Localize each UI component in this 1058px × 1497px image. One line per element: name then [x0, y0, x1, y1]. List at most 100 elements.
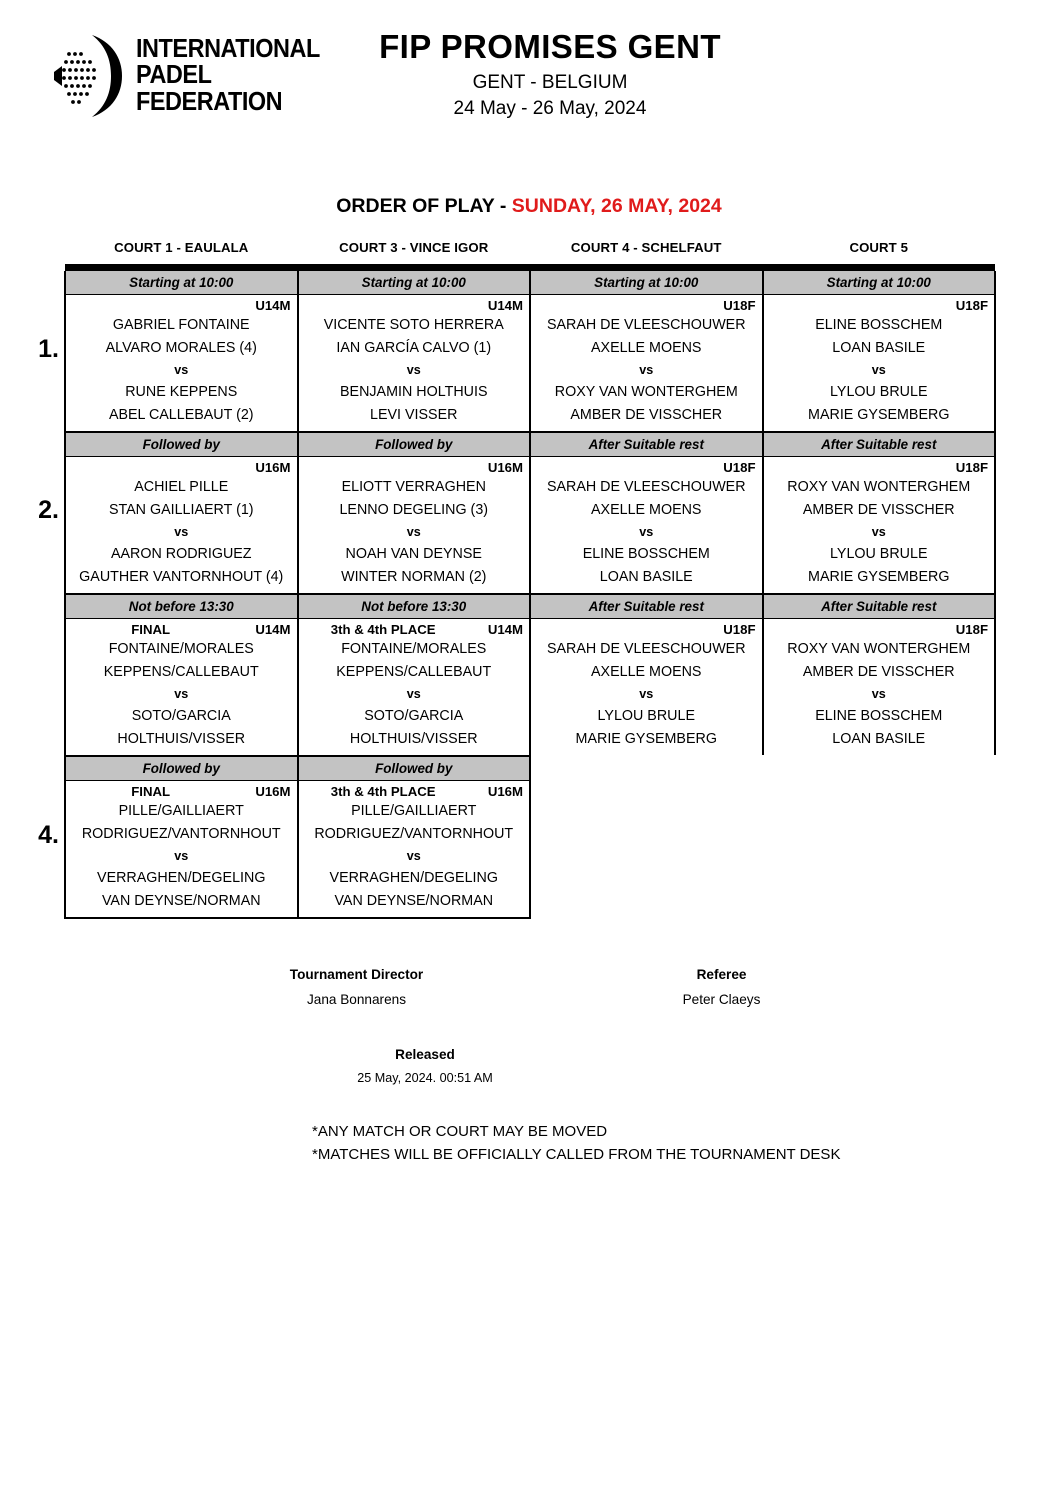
match-time-caption: Followed by: [298, 755, 529, 782]
table-top-bar: [65, 264, 995, 271]
vs-label: vs: [871, 687, 886, 702]
vs-label: vs: [174, 687, 189, 702]
team2-player2: ABEL CALLEBAUT (2): [108, 406, 254, 423]
tournament-director-name: Jana Bonnarens: [306, 992, 406, 1008]
team2-player2: LEVI VISSER: [370, 406, 458, 423]
vs-label: vs: [639, 363, 654, 378]
team2-player2: HOLTHUIS/VISSER: [349, 730, 478, 747]
match-category-line: U18F: [531, 457, 762, 476]
match-time-caption: Followed by: [66, 431, 297, 458]
tournament-director-label: Tournament Director: [289, 967, 424, 983]
court-header-1: COURT 1 - EAULALA: [65, 240, 298, 264]
team1-player1: ROXY VAN WONTERGHEM: [787, 641, 971, 658]
team1-player2: LOAN BASILE: [832, 340, 926, 357]
vs-label: vs: [174, 849, 189, 864]
bottom-border-seg-4: [763, 918, 996, 921]
team2-player2: MARIE GYSEMBERG: [575, 730, 717, 747]
team1-player1: PILLE/GAILLIAERT: [118, 803, 244, 820]
team2-player2: GAUTHER VANTORNHOUT (4): [79, 568, 284, 585]
match-time-caption: Starting at 10:00: [298, 271, 529, 295]
empty-cell: [762, 755, 995, 919]
vs-label: vs: [871, 363, 886, 378]
match-category: U18F: [955, 622, 988, 638]
page-footer: Tournament Director Jana Bonnarens Refer…: [0, 967, 1058, 1197]
team1-player2: ALVARO MORALES (4): [105, 340, 257, 357]
match-category: U16M: [255, 784, 291, 800]
vs-label: vs: [871, 525, 886, 540]
match-category-line: U18F: [531, 295, 762, 314]
match-time-caption: Not before 13:30: [66, 593, 297, 620]
team1-player1: ELINE BOSSCHEM: [815, 317, 943, 333]
court-header-3: COURT 4 - SCHELFAUT: [530, 240, 763, 264]
team1-player2: AMBER DE VISSCHER: [802, 502, 955, 519]
team1-player2: IAN GARCÍA CALVO (1): [336, 340, 492, 357]
block-number: 4.: [38, 820, 59, 849]
team2-player1: SOTO/GARCIA: [131, 707, 231, 724]
match-category: U18F: [723, 622, 756, 638]
match-time-caption: Starting at 10:00: [66, 271, 297, 295]
match-category: U18F: [723, 460, 756, 476]
vs-label: vs: [406, 525, 421, 540]
order-of-play-prefix: ORDER OF PLAY -: [336, 195, 512, 217]
team2-player1: VERRAGHEN/DEGELING: [97, 869, 266, 886]
footer-note-1: *ANY MATCH OR COURT MAY BE MOVED: [312, 1123, 608, 1141]
match-time-caption: After Suitable rest: [531, 593, 762, 620]
team2-player1: ROXY VAN WONTERGHEM: [554, 383, 738, 400]
team2-player1: LYLOU BRULE: [597, 707, 695, 724]
order-of-play-day: SUNDAY, 26 MAY, 2024: [511, 195, 722, 217]
team1-player1: SARAH DE VLEESCHOUWER: [546, 317, 746, 333]
team2-player2: AMBER DE VISSCHER: [570, 406, 723, 423]
vs-label: vs: [174, 525, 189, 540]
match-time-caption: Starting at 10:00: [763, 271, 994, 295]
team2-player1: ELINE BOSSCHEM: [582, 545, 710, 562]
top-bar-seg-2: [297, 264, 530, 271]
page-header: INTERNATIONAL PADEL FEDERATION FIP PROMI…: [0, 0, 1058, 150]
top-bar-seg-1: [65, 264, 298, 271]
match-category: U18F: [955, 298, 988, 313]
match-category-line: U16M: [299, 457, 530, 476]
tournament-title-block: FIP PROMISES GENT GENT - BELGIUM 24 May …: [300, 28, 800, 121]
team2-player1: SOTO/GARCIA: [364, 707, 464, 724]
team1-player1: VICENTE SOTO HERRERA: [323, 317, 504, 333]
team1-player2: STAN GAILLIAERT (1): [108, 502, 254, 519]
court-header-4: COURT 5: [762, 240, 995, 264]
match-category: U18F: [723, 298, 756, 313]
team1-player1: PILLE/GAILLIAERT: [351, 803, 477, 820]
block-number: 2.: [38, 496, 59, 525]
match-category: U14M: [487, 298, 523, 313]
team1-player2: AMBER DE VISSCHER: [802, 664, 955, 681]
team1-player2: AXELLE MOENS: [591, 340, 702, 357]
vs-label: vs: [406, 687, 421, 702]
team2-player2: WINTER NORMAN (2): [341, 568, 487, 585]
team2-player2: HOLTHUIS/VISSER: [117, 730, 246, 747]
match-category-line: U14M: [299, 295, 530, 314]
match-time-caption: Not before 13:30: [298, 593, 529, 620]
team1-player2: AXELLE MOENS: [591, 664, 702, 681]
team2-player1: BENJAMIN HOLTHUIS: [340, 383, 488, 400]
court-header-2: COURT 3 - VINCE IGOR: [297, 240, 530, 264]
match-time-caption: After Suitable rest: [531, 431, 762, 458]
team2-player2: LOAN BASILE: [832, 730, 926, 747]
match-category: U14M: [255, 622, 291, 638]
tournament-location: GENT - BELGIUM: [472, 71, 628, 93]
match-category-line: U18F: [764, 457, 995, 476]
vs-label: vs: [174, 363, 189, 378]
match-category-line: U14M: [66, 295, 297, 314]
